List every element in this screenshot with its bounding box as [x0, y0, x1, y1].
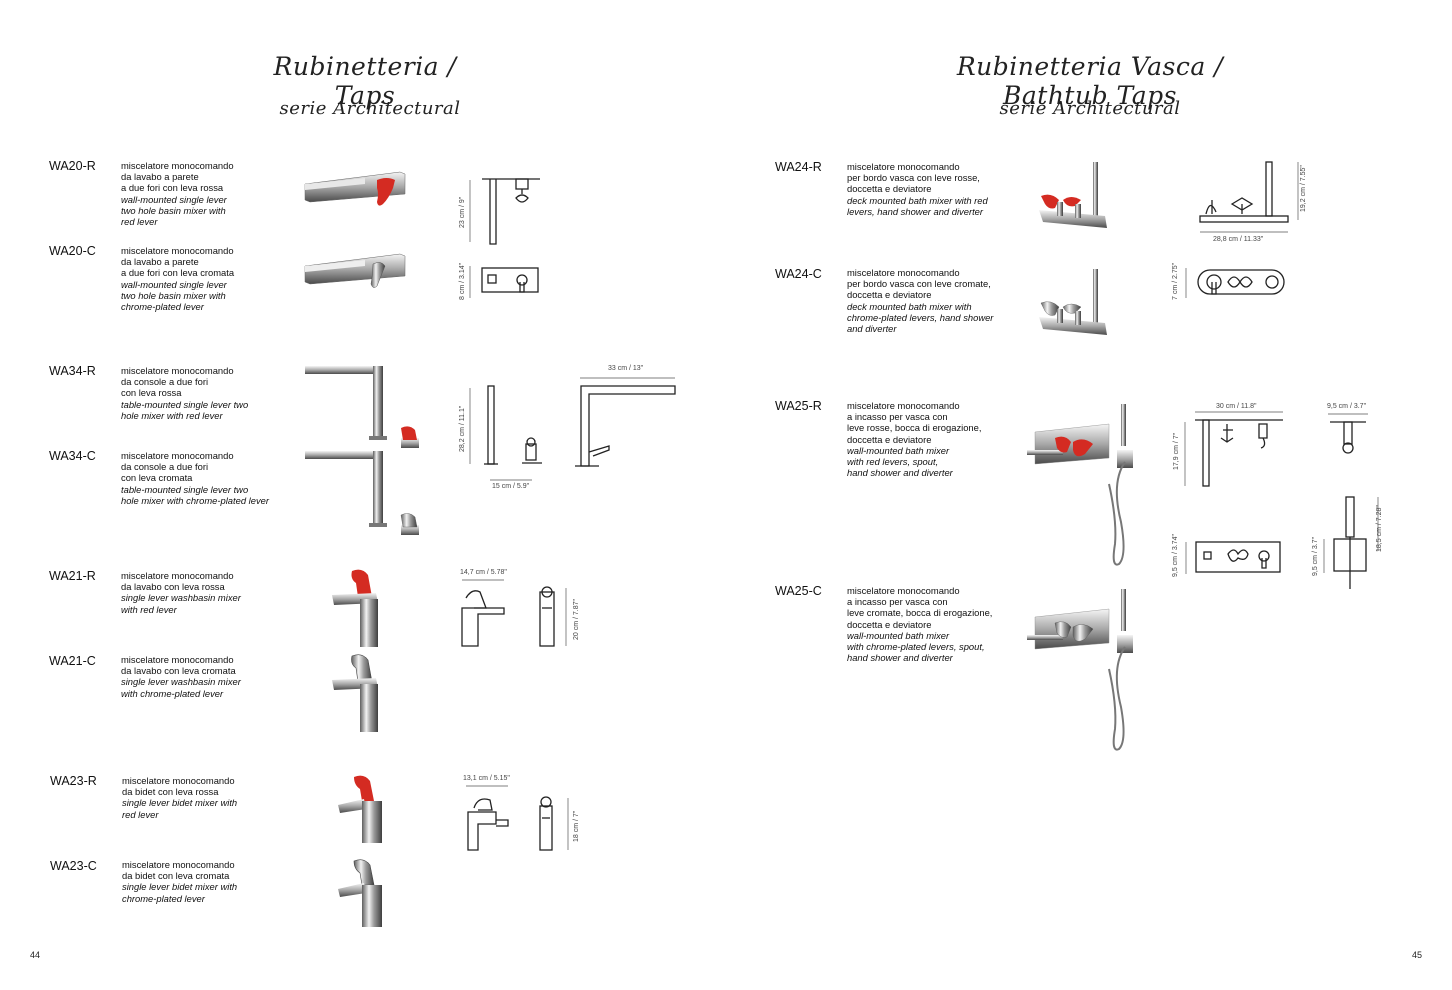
- wa24-c-product-image: [1039, 269, 1107, 335]
- dimension-label: 9,5 cm / 3.7": [1312, 536, 1319, 576]
- dimension-label: 13,1 cm / 5.15": [463, 775, 510, 782]
- dimension-label: 17,9 cm / 7": [1173, 432, 1180, 470]
- wa24-top-drawing: [1185, 268, 1285, 298]
- dimension-label: 23 cm / 9": [459, 196, 466, 228]
- wa20-c-product-image: [304, 253, 406, 288]
- page-number: 45: [1412, 950, 1423, 960]
- wa25-spout-drawing: [1328, 413, 1368, 454]
- wa24-technical-drawing: [1199, 161, 1299, 233]
- product-code: WA34-R: [49, 364, 96, 378]
- dimension-label: 9,5 cm / 3.7": [1327, 403, 1367, 410]
- product-code: WA23-C: [50, 859, 97, 873]
- wa21-r-product-image: [332, 569, 378, 647]
- right-page-title: Rubinetteria Vasca / Bathtub Taps: [956, 52, 1224, 110]
- dimension-label: 9,5 cm / 3.74": [1172, 534, 1179, 577]
- wa25-side-drawing: [1184, 411, 1283, 487]
- product-code: WA25-R: [775, 399, 822, 413]
- dimension-label: 14,7 cm / 5.78": [460, 569, 507, 576]
- wa20-front-drawing: [469, 266, 539, 298]
- wa34-c-product-image: [305, 451, 419, 535]
- product-code: WA24-R: [775, 160, 822, 174]
- wa25-r-product-image: [1027, 404, 1133, 566]
- wa25-front-drawing: [1185, 541, 1281, 574]
- product-code: WA34-C: [49, 449, 96, 463]
- dimension-label: 28,2 cm / 11.1": [459, 405, 466, 452]
- dimension-label: 8 cm / 3.14": [459, 262, 466, 300]
- wa21-technical-drawing: [461, 579, 567, 647]
- left-page-title: Rubinetteria / Taps: [273, 52, 457, 110]
- right-page-subtitle: serie Architectural: [999, 98, 1181, 119]
- wa25-shower-drawing: [1323, 496, 1379, 589]
- dimension-label: 18,5 cm / 7.28": [1376, 505, 1383, 552]
- product-code: WA24-C: [775, 267, 822, 281]
- product-code: WA21-C: [49, 654, 96, 668]
- wa25-c-product-image: [1027, 589, 1133, 751]
- page-number: 44: [30, 950, 41, 960]
- wa23-technical-drawing: [466, 785, 569, 851]
- wa21-c-product-image: [332, 654, 378, 732]
- product-code: WA20-R: [49, 159, 96, 173]
- dimension-label: 20 cm / 7.87": [573, 598, 580, 640]
- left-page-subtitle: serie Architectural: [279, 98, 461, 119]
- wa24-r-product-image: [1039, 162, 1107, 228]
- dimension-label: 33 cm / 13": [608, 365, 644, 372]
- wa34-side-drawing: [469, 385, 542, 481]
- dimension-label: 19,2 cm / 7.55": [1300, 165, 1307, 212]
- wa23-c-product-image: [338, 859, 382, 927]
- product-code: WA23-R: [50, 774, 97, 788]
- wa34-reach-drawing: [575, 377, 676, 467]
- product-code: WA21-R: [49, 569, 96, 583]
- dimension-label: 30 cm / 11.8": [1216, 403, 1257, 410]
- product-code: WA20-C: [49, 244, 96, 258]
- dimension-label: 18 cm / 7": [573, 810, 580, 842]
- product-code: WA25-C: [775, 584, 822, 598]
- wa23-r-product-image: [338, 775, 382, 843]
- dimension-label: 15 cm / 5.9": [492, 483, 530, 490]
- dimension-label: 28,8 cm / 11.33": [1213, 236, 1264, 243]
- wa20-technical-drawing: [469, 178, 540, 245]
- wa20-r-product-image: [304, 171, 406, 206]
- dimension-label: 7 cm / 2.75": [1172, 262, 1179, 300]
- wa34-r-product-image: [305, 366, 419, 448]
